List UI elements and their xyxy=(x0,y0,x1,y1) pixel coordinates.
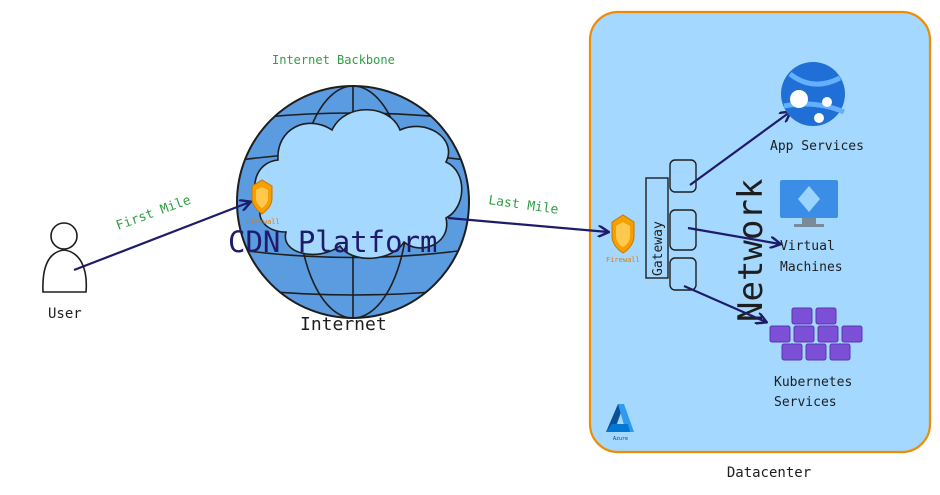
datacenter-label: Datacenter xyxy=(727,465,811,481)
gateway-label: Gateway xyxy=(651,221,666,276)
user-icon xyxy=(42,222,88,293)
azure-logo-text: Azure xyxy=(613,436,628,442)
arrow-to-app-services xyxy=(689,112,790,186)
firewall-dc-icon xyxy=(611,214,635,254)
azure-logo-icon xyxy=(606,404,634,432)
arrow-to-virtual-machines xyxy=(687,226,780,244)
kubernetes-icon xyxy=(769,307,863,361)
firewall-label-cdn: Firewall xyxy=(246,218,280,226)
gateway-port-2 xyxy=(669,209,697,251)
user-label: User xyxy=(48,306,82,322)
internet-globe xyxy=(236,85,470,319)
vm-label-line2: Machines xyxy=(780,260,843,275)
backbone-label: Internet Backbone xyxy=(272,53,395,67)
internet-label: Internet xyxy=(300,314,387,335)
network-label: Network xyxy=(731,179,771,322)
k8s-label-line1: Kubernetes xyxy=(774,375,852,390)
last-mile-label: Last Mile xyxy=(487,193,559,218)
firewall-icon xyxy=(251,179,273,215)
gateway-box xyxy=(645,177,669,279)
k8s-label-line2: Services xyxy=(774,395,837,410)
cdn-platform-label: CDN Platform xyxy=(228,225,438,259)
arrow-to-kubernetes xyxy=(683,284,766,322)
gateway-port-3 xyxy=(669,257,697,291)
last-mile-arrow xyxy=(447,216,608,232)
app-services-label: App Services xyxy=(770,139,864,154)
firewall-label-dc: Firewall xyxy=(606,256,640,264)
app-services-icon xyxy=(781,62,845,126)
first-mile-arrow xyxy=(73,202,250,272)
cloud-shape xyxy=(254,109,463,260)
vm-label-line1: Virtual xyxy=(780,239,835,254)
virtual-machine-icon xyxy=(780,180,838,227)
gateway-port-1 xyxy=(669,159,697,193)
